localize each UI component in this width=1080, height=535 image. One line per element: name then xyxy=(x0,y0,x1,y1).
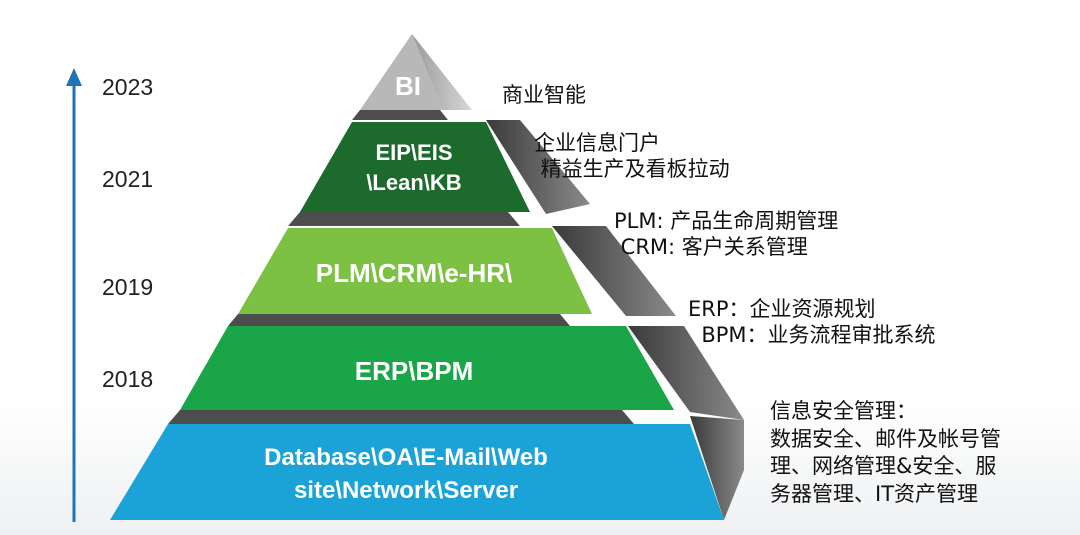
desc-db: 信息安全管理： 数据安全、邮件及帐号管 理、网络管理&安全、服 务器管理、IT资… xyxy=(770,398,1001,509)
side-face-eip xyxy=(486,120,590,214)
year-2018: 2018 xyxy=(102,366,154,392)
level-eip-eis-lean-kb xyxy=(300,122,530,212)
slab-2 xyxy=(288,212,520,226)
level-eip-label-line2: \Lean\KB xyxy=(366,170,461,195)
desc-db-line4: 务器管理、IT资产管理 xyxy=(770,482,979,507)
timeline-arrow-head xyxy=(66,68,82,86)
desc-db-line3: 理、网络管理&安全、服 xyxy=(770,454,997,479)
desc-plm-line2: CRM: 客户关系管理 xyxy=(614,235,808,260)
level-bi xyxy=(360,34,442,110)
level-erp-bpm xyxy=(180,326,674,410)
slab-1 xyxy=(352,110,448,120)
desc-plm: PLM: 产品生命周期管理 CRM: 客户关系管理 xyxy=(614,208,838,261)
year-2023: 2023 xyxy=(102,74,154,100)
desc-erp-line1: ERP：企业资源规划 xyxy=(688,297,876,321)
desc-plm-line1: PLM: 产品生命周期管理 xyxy=(614,209,839,233)
side-face-db xyxy=(690,416,744,520)
side-face-plm xyxy=(552,226,676,316)
desc-db-line2: 数据安全、邮件及帐号管 xyxy=(770,426,1001,451)
level-bi-label: BI xyxy=(395,71,421,101)
slab-4 xyxy=(168,410,634,424)
desc-bi-line: 商业智能 xyxy=(502,83,586,107)
level-plm-label: PLM\CRM\e-HR\ xyxy=(316,258,512,288)
desc-eip-line2: 精益生产及看板拉动 xyxy=(534,157,730,182)
level-db-label-line2: site\Network\Server xyxy=(294,477,518,504)
slab-3 xyxy=(228,314,570,326)
desc-eip: 企业信息门户 精益生产及看板拉动 xyxy=(534,130,730,183)
level-erp-label: ERP\BPM xyxy=(355,356,473,386)
level-database-oa xyxy=(110,424,724,520)
desc-db-line1: 信息安全管理： xyxy=(770,399,917,423)
year-2021: 2021 xyxy=(102,166,154,192)
side-face-bi xyxy=(412,34,472,110)
desc-bi: 商业智能 xyxy=(502,82,586,108)
desc-erp: ERP：企业资源规划 BPM：业务流程审批系统 xyxy=(688,296,936,349)
desc-eip-line1: 企业信息门户 xyxy=(534,131,660,155)
side-face-erp xyxy=(628,326,744,420)
year-2019: 2019 xyxy=(102,274,154,300)
level-plm-crm-ehr xyxy=(238,228,592,314)
level-eip-label-line1: EIP\EIS xyxy=(375,140,452,165)
level-db-label-line1: Database\OA\E-Mail\Web xyxy=(264,444,548,471)
desc-erp-line2: BPM：业务流程审批系统 xyxy=(688,323,936,348)
